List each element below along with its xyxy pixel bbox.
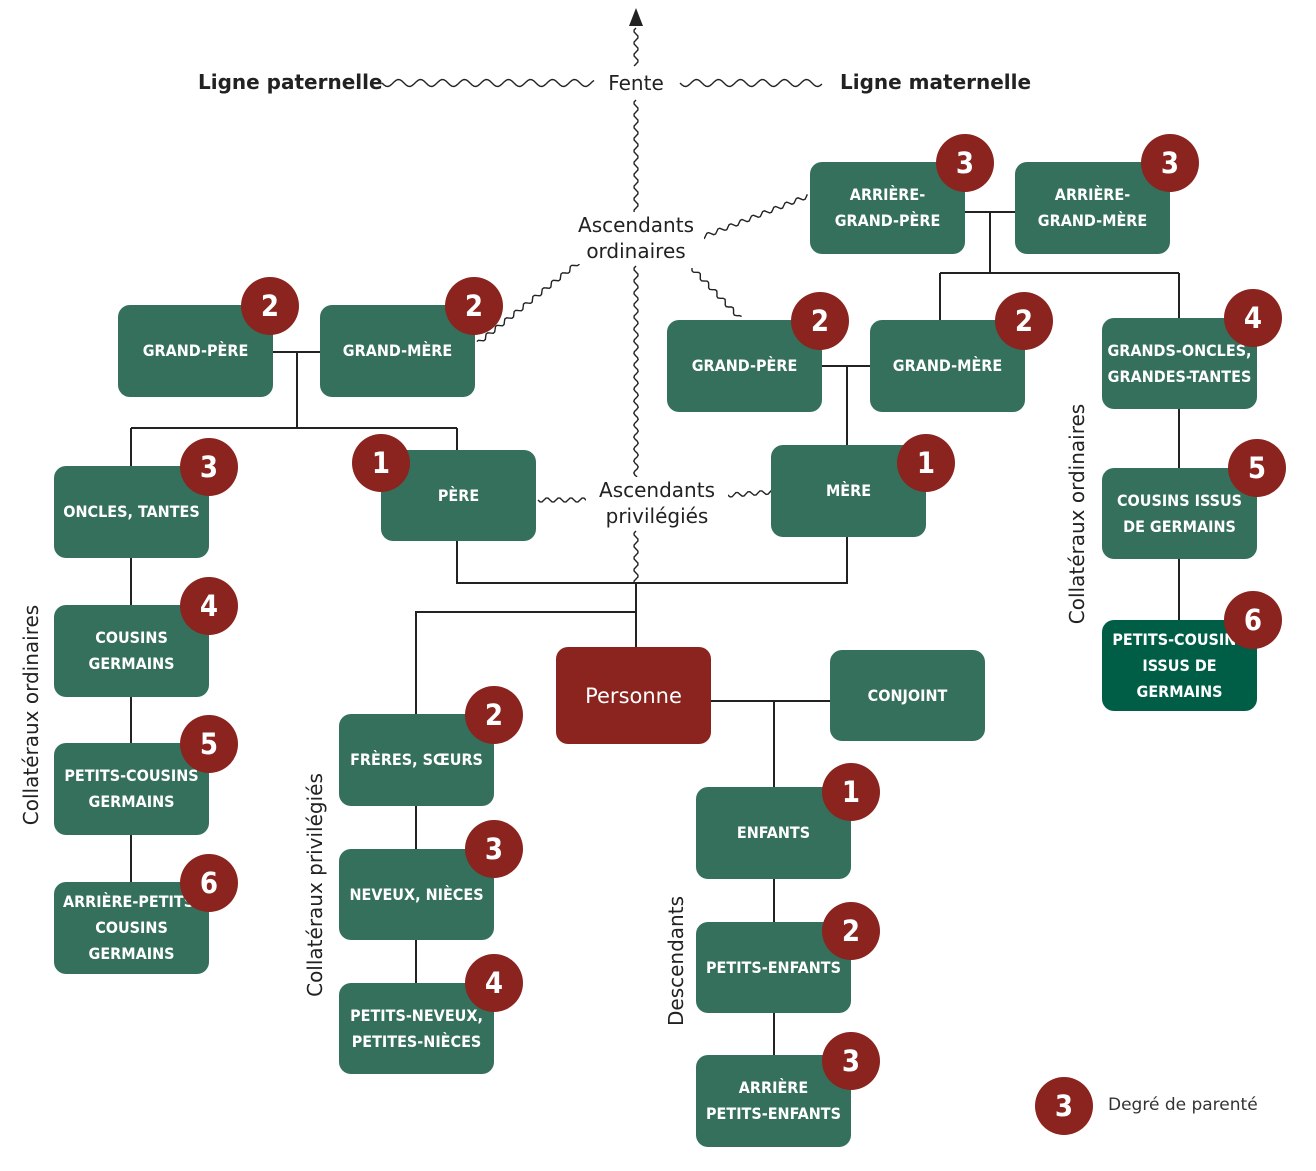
degree-badge: 1 [897, 434, 955, 492]
ascendants-ordinaires-label: Ascendants ordinaires [568, 212, 704, 264]
collateraux-privilegies-label: Collatéraux privilégiés [303, 773, 327, 997]
degree-badge: 1 [822, 763, 880, 821]
node-arriere-grand-mere: ARRIÈRE- GRAND-MÈRE [1015, 162, 1170, 254]
degree-badge: 4 [465, 954, 523, 1012]
degree-badge: 4 [180, 577, 238, 635]
degree-badge: 2 [791, 292, 849, 350]
ligne-paternelle-label: Ligne paternelle [198, 70, 383, 94]
degree-badge: 5 [180, 715, 238, 773]
degree-badge: 3 [822, 1032, 880, 1090]
degree-badge: 3 [180, 438, 238, 496]
legend-text: Degré de parenté [1108, 1095, 1258, 1115]
node-arriere-petits-cousins-germains: ARRIÈRE-PETITS- COUSINS GERMAINS [54, 882, 209, 974]
degree-badge: 6 [180, 854, 238, 912]
node-petits-neveux: PETITS-NEVEUX, PETITES-NIÈCES [339, 983, 494, 1074]
degree-badge: 6 [1224, 591, 1282, 649]
node-conjoint: CONJOINT [830, 650, 985, 741]
ligne-maternelle-label: Ligne maternelle [840, 70, 1032, 94]
node-neveux-nieces: NEVEUX, NIÈCES [339, 849, 494, 940]
collateraux-ordinaires-right-label: Collatéraux ordinaires [1065, 403, 1089, 625]
degree-badge: 2 [995, 292, 1053, 350]
degree-badge: 1 [352, 434, 410, 492]
degree-badge: 4 [1224, 289, 1282, 347]
node-cousins-issus-de-germains: COUSINS ISSUS DE GERMAINS [1102, 468, 1257, 559]
degree-badge: 2 [465, 686, 523, 744]
legend-badge: 3 [1035, 1077, 1093, 1135]
fente-label: Fente [600, 70, 672, 96]
node-grands-oncles: GRANDS-ONCLES, GRANDES-TANTES [1102, 318, 1257, 409]
node-personne: Personne [556, 647, 711, 744]
node-grand-pere-maternel: GRAND-PÈRE [667, 320, 822, 412]
descendants-label: Descendants [664, 896, 688, 1026]
degree-badge: 3 [465, 820, 523, 878]
ascendants-privilegies-label: Ascendants privilégiés [586, 477, 728, 529]
collateraux-ordinaires-left-label: Collatéraux ordinaires [19, 604, 43, 826]
degree-badge: 2 [241, 277, 299, 335]
degree-badge: 2 [445, 277, 503, 335]
degree-badge: 3 [1141, 134, 1199, 192]
node-arriere-grand-pere: ARRIÈRE- GRAND-PÈRE [810, 162, 965, 254]
node-cousins-germains: COUSINS GERMAINS [54, 605, 209, 697]
degree-badge: 2 [822, 902, 880, 960]
degree-badge: 5 [1228, 439, 1286, 497]
degree-badge: 3 [936, 134, 994, 192]
